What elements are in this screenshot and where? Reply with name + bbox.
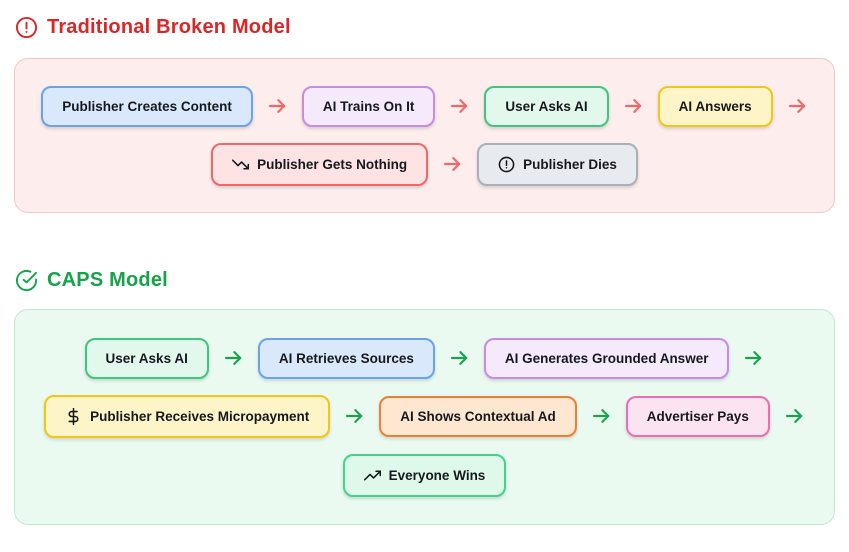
node-label: AI Trains On It: [322, 98, 415, 114]
node-publisher-receives-micropayment: Publisher Receives Micropayment: [44, 394, 331, 438]
section-title-broken-model: Traditional Broken Model: [47, 16, 291, 38]
flow-arrow-icon: [784, 406, 805, 426]
flow-row: Publisher Receives Micropayment AI Shows…: [15, 394, 834, 438]
node-everyone-wins: Everyone Wins: [342, 453, 507, 497]
node-label: Advertiser Pays: [646, 408, 749, 424]
flow-row: Everyone Wins: [15, 453, 834, 497]
trending-down-icon: [232, 156, 250, 173]
node-publisher-creates-content: Publisher Creates Content: [41, 85, 253, 127]
node-label: Publisher Receives Micropayment: [90, 408, 310, 424]
flow-arrow-icon: [449, 96, 470, 116]
flow-arrow-icon: [442, 154, 463, 174]
alert-circle-icon: [498, 156, 515, 173]
section-header-caps-model: CAPS Model: [15, 267, 849, 294]
flow-row: Publisher Creates Content AI Trains On I…: [15, 85, 834, 127]
flow-arrow-icon: [223, 348, 244, 368]
node-label: Everyone Wins: [388, 467, 486, 483]
node-ai-answers: AI Answers: [657, 85, 773, 127]
section-title-caps-model: CAPS Model: [47, 269, 168, 291]
flow-row: User Asks AI AI Retrieves Sources AI Gen…: [15, 337, 834, 379]
check-circle-icon: [15, 269, 38, 292]
trending-up-icon: [363, 467, 381, 484]
flow-arrow-icon: [743, 348, 764, 368]
flow-row: Publisher Gets Nothing Publisher Dies: [15, 142, 834, 186]
node-publisher-dies: Publisher Dies: [477, 142, 638, 186]
panel-caps-model: User Asks AI AI Retrieves Sources AI Gen…: [14, 309, 835, 525]
node-ai-generates-grounded-answer: AI Generates Grounded Answer: [483, 337, 730, 379]
flow-arrow-icon: [344, 406, 365, 426]
node-publisher-gets-nothing: Publisher Gets Nothing: [211, 142, 429, 186]
panel-broken-model: Publisher Creates Content AI Trains On I…: [14, 58, 835, 213]
node-user-asks-ai: User Asks AI: [484, 85, 609, 127]
node-ai-retrieves-sources: AI Retrieves Sources: [257, 337, 435, 379]
node-label: Publisher Gets Nothing: [257, 156, 408, 172]
flow-arrow-icon: [787, 96, 808, 116]
node-advertiser-pays: Advertiser Pays: [625, 395, 770, 437]
node-label: AI Answers: [678, 98, 752, 114]
node-label: User Asks AI: [105, 350, 188, 366]
section-header-broken-model: Traditional Broken Model: [15, 14, 849, 41]
node-ai-trains-on-it: AI Trains On It: [301, 85, 436, 127]
node-ai-shows-contextual-ad: AI Shows Contextual Ad: [379, 395, 577, 437]
flow-arrow-icon: [449, 348, 470, 368]
flow-arrow-icon: [623, 96, 644, 116]
node-label: User Asks AI: [505, 98, 588, 114]
node-label: Publisher Dies: [523, 156, 617, 172]
flow-arrow-icon: [591, 406, 612, 426]
alert-circle-icon: [15, 16, 38, 39]
node-label: AI Generates Grounded Answer: [504, 350, 709, 366]
dollar-sign-icon: [65, 407, 82, 425]
node-label: AI Shows Contextual Ad: [400, 408, 556, 424]
node-label: Publisher Creates Content: [62, 98, 232, 114]
node-user-asks-ai: User Asks AI: [84, 337, 209, 379]
node-label: AI Retrieves Sources: [278, 350, 414, 366]
flow-arrow-icon: [267, 96, 288, 116]
